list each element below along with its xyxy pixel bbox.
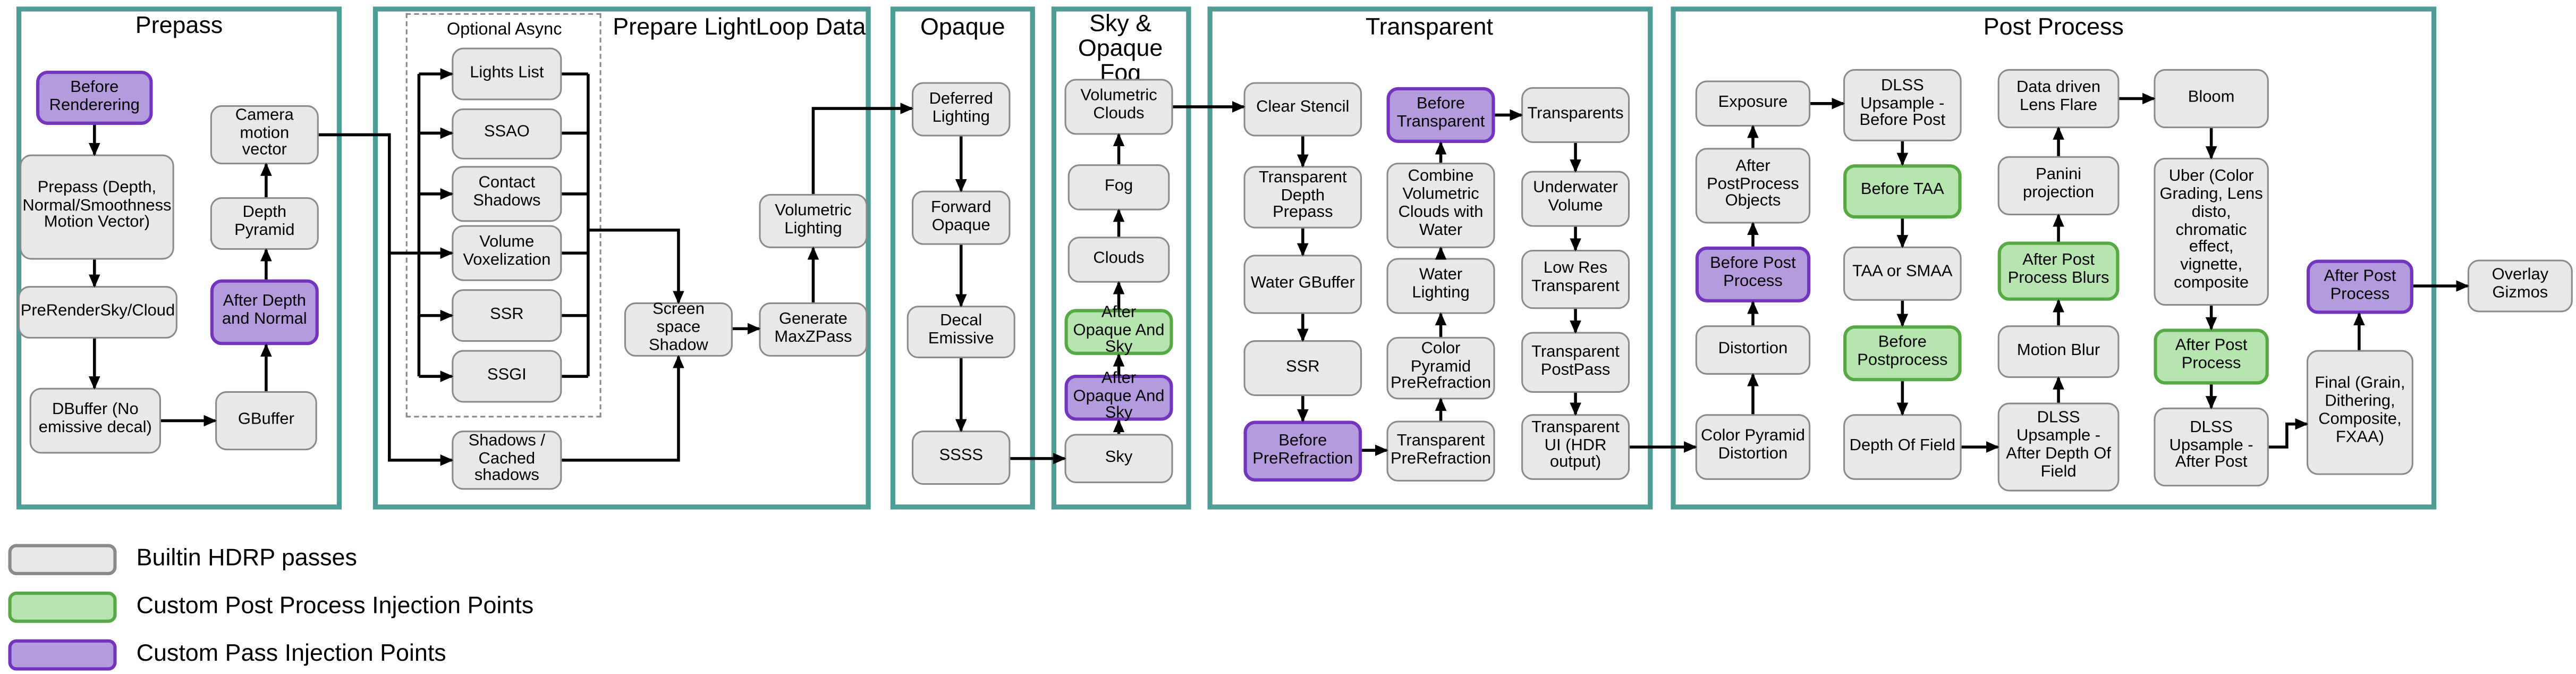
node-before-prerefraction: Before PreRefraction [1243, 420, 1362, 482]
node-before-taa: Before TAA [1843, 164, 1962, 219]
section-title-transparent: Transparent [1365, 14, 1493, 41]
legend-label-custom-post-process: Custom Post Process Injection Points [136, 593, 534, 620]
node-dbuffer: DBuffer (No emissive decal) [29, 387, 161, 454]
node-volume-voxelization: Volume Voxelization [452, 225, 562, 281]
node-after-opaque-and-sky-purple: After Opaque And Sky [1064, 369, 1173, 423]
legend-label-builtin: Builtin HDRP passes [136, 545, 357, 572]
node-dlss-upsample-after-post: DLSS Upsample - After Post [2154, 407, 2269, 487]
section-title-sky-opaque-fog: Sky & Opaque Fog [1078, 11, 1163, 88]
node-final: Final (Grain, Dithering, Composite, FXAA… [2306, 350, 2413, 475]
legend-swatch-custom-post-process [8, 592, 117, 623]
node-distortion: Distortion [1695, 325, 1811, 375]
node-after-post-process-green: After Post Process [2154, 328, 2269, 385]
node-fog: Fog [1067, 164, 1170, 210]
node-shadows-cached-shadows: Shadows / Cached shadows [452, 431, 562, 490]
node-dlss-upsample-before-post: DLSS Upsample - Before Post [1843, 69, 1962, 141]
legend-label-custom-pass: Custom Pass Injection Points [136, 641, 446, 668]
section-title-prepass: Prepass [135, 13, 223, 40]
node-combine-volumetric-clouds-water: Combine Volumetric Clouds with Water [1386, 163, 1495, 248]
node-forward-opaque: Forward Opaque [911, 190, 1011, 245]
node-uber: Uber (Color Grading, Lens disto, chromat… [2154, 157, 2269, 306]
node-contact-shadows: Contact Shadows [452, 166, 562, 222]
node-volumetric-lighting: Volumetric Lighting [759, 193, 868, 248]
optional-async-label: Optional Async [446, 20, 562, 40]
node-after-post-process-blurs: After Post Process Blurs [1997, 241, 2120, 301]
node-prepass-depth-normal: Prepass (Depth, Normal/Smoothness Motion… [20, 154, 174, 260]
node-bloom: Bloom [2154, 69, 2269, 129]
node-transparent-ui-hdr: Transparent UI (HDR output) [1521, 414, 1630, 480]
node-ssr-transparent: SSR [1243, 340, 1362, 397]
node-motion-blur: Motion Blur [1997, 325, 2120, 378]
section-title-opaque: Opaque [920, 14, 1005, 41]
node-exposure: Exposure [1695, 80, 1811, 127]
node-overlay-gizmos: Overlay Gizmos [2467, 259, 2573, 313]
node-before-post-process: Before Post Process [1695, 246, 1811, 302]
node-lights-list: Lights List [452, 47, 562, 100]
node-screen-space-shadow: Screen space Shadow [624, 301, 733, 357]
node-transparent-prerefraction: Transparent PreRefraction [1386, 420, 1495, 482]
node-camera-motion-vector: Camera motion vector [210, 105, 319, 165]
node-before-transparent: Before Transparent [1386, 87, 1495, 143]
node-transparent-depth-prepass: Transparent Depth Prepass [1243, 166, 1362, 229]
node-after-opaque-and-sky-green: After Opaque And Sky [1064, 304, 1173, 357]
node-underwater-volume: Underwater Volume [1521, 171, 1630, 227]
node-decal-emissive: Decal Emissive [906, 306, 1015, 359]
legend-swatch-builtin [8, 544, 117, 576]
node-prerendersky-cloud: PreRenderSky/Cloud [18, 285, 177, 339]
section-title-post-process: Post Process [1983, 14, 2124, 41]
node-after-postprocess-objects: After PostProcess Objects [1695, 148, 1811, 224]
node-gbuffer: GBuffer [215, 391, 317, 451]
node-ssgi: SSGI [452, 350, 562, 403]
node-deferred-lighting: Deferred Lighting [911, 82, 1011, 137]
legend-swatch-custom-pass [8, 639, 117, 671]
node-transparent-postpass: Transparent PostPass [1521, 332, 1630, 393]
node-low-res-transparent: Low Res Transparent [1521, 249, 1630, 309]
node-color-pyramid-distortion: Color Pyramid Distortion [1695, 414, 1811, 480]
node-water-lighting: Water Lighting [1386, 258, 1495, 314]
node-clear-stencil: Clear Stencil [1243, 82, 1362, 137]
node-ssr-lightloop: SSR [452, 289, 562, 342]
node-volumetric-clouds: Volumetric Clouds [1064, 79, 1173, 135]
node-taa-or-smaa: TAA or SMAA [1843, 246, 1962, 301]
node-after-depth-and-normal: After Depth and Normal [210, 279, 319, 346]
node-panini-projection: Panini projection [1997, 156, 2120, 216]
node-data-driven-lens-flare: Data driven Lens Flare [1997, 69, 2120, 129]
node-depth-pyramid: Depth Pyramid [210, 197, 319, 250]
node-dlss-upsample-after-depth-of-field: DLSS Upsample - After Depth Of Field [1997, 402, 2120, 492]
node-depth-of-field: Depth Of Field [1843, 414, 1962, 480]
node-transparents: Transparents [1521, 87, 1630, 143]
node-after-post-process-purple: After Post Process [2306, 259, 2413, 314]
node-ssss: SSSS [911, 431, 1011, 485]
section-title-prepare-lightloop: Prepare LightLoop Data [613, 14, 866, 41]
node-ssao: SSAO [452, 108, 562, 159]
node-clouds: Clouds [1067, 237, 1170, 283]
node-sky: Sky [1064, 434, 1173, 483]
node-water-gbuffer: Water GBuffer [1243, 255, 1362, 314]
node-generate-maxzpass: Generate MaxZPass [759, 302, 868, 357]
node-before-postprocess: Before Postprocess [1843, 325, 1962, 382]
node-color-pyramid-prerefraction: Color Pyramid PreRefraction [1386, 336, 1495, 400]
node-before-rendering: Before Renderering [36, 70, 153, 125]
